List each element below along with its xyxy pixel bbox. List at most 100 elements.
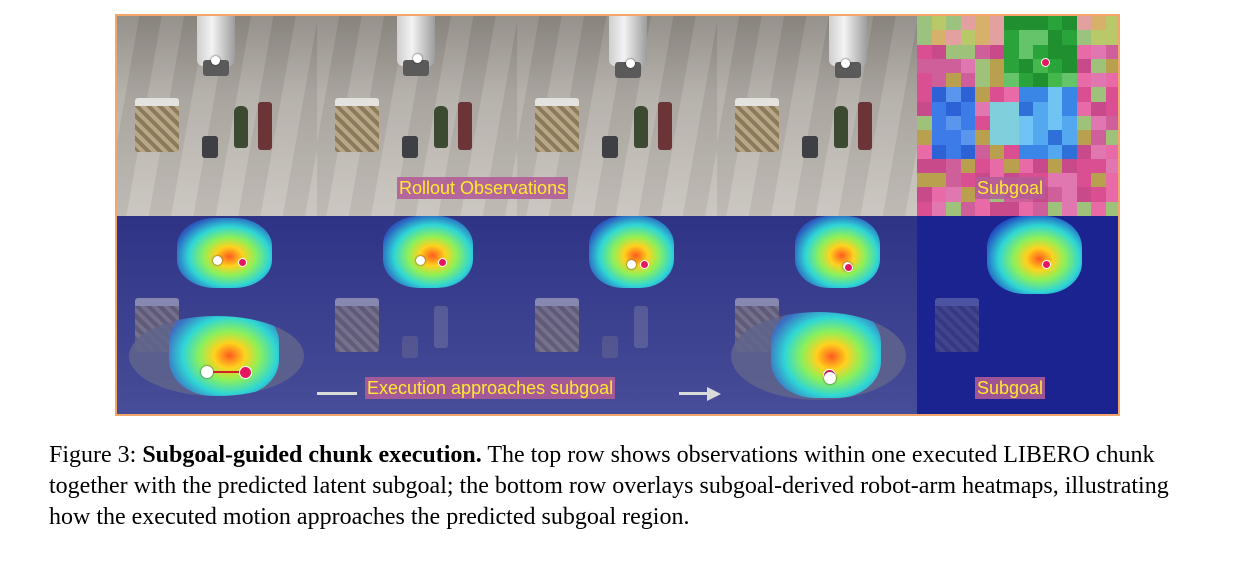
caption-title: Subgoal-guided chunk execution.	[142, 442, 482, 468]
mosaic-tile	[946, 173, 961, 188]
mosaic-tile	[975, 44, 990, 59]
mosaic-tile	[1004, 101, 1019, 116]
current-point-marker	[626, 59, 635, 68]
mosaic-tile	[931, 44, 946, 59]
mosaic-tile	[931, 130, 946, 145]
robot-arm	[829, 16, 867, 66]
mosaic-tile	[917, 158, 932, 174]
mosaic-tile	[960, 158, 975, 174]
mosaic-tile	[1105, 58, 1118, 74]
mosaic-tile	[931, 201, 946, 216]
caption-body: The top row shows observations within on…	[49, 442, 1169, 530]
zoomed-heatmap	[771, 312, 881, 398]
mosaic-tile	[1033, 130, 1048, 145]
mosaic-tile	[1062, 58, 1077, 74]
mosaic-tile	[931, 30, 946, 45]
mosaic-tile	[1091, 73, 1106, 88]
mosaic-tile	[1062, 201, 1077, 216]
mosaic-tile	[931, 87, 946, 102]
mosaic-tile	[1047, 173, 1062, 188]
mosaic-tile	[1033, 201, 1048, 216]
mosaic-tile	[946, 115, 961, 131]
subgoal-point-marker	[238, 258, 247, 267]
mosaic-tile	[1047, 187, 1062, 202]
current-point-marker	[211, 56, 220, 65]
mosaic-tile	[1018, 16, 1033, 31]
mosaic-tile	[960, 73, 975, 88]
robot-gripper	[203, 60, 229, 76]
mosaic-tile	[1004, 30, 1019, 45]
mosaic-tile	[1047, 101, 1062, 116]
mosaic-tile	[1062, 130, 1077, 145]
mosaic-tile	[975, 158, 990, 174]
mosaic-tile	[931, 173, 946, 188]
mosaic-tile	[1004, 115, 1019, 131]
mosaic-tile	[1076, 130, 1091, 145]
mosaic-tile	[1105, 30, 1118, 45]
mosaic-tile	[1004, 16, 1019, 31]
mosaic-tile	[917, 101, 932, 116]
mosaic-tile	[1018, 30, 1033, 45]
mosaic-tile	[960, 101, 975, 116]
mosaic-tile	[917, 144, 932, 159]
figure-caption: Figure 3: Subgoal-guided chunk execution…	[49, 440, 1209, 533]
mosaic-tile	[960, 87, 975, 102]
mosaic-tile	[1018, 201, 1033, 216]
mosaic-tile	[1033, 44, 1048, 59]
mosaic-tile	[1047, 130, 1062, 145]
mosaic-tile	[975, 130, 990, 145]
mosaic-tile	[1004, 130, 1019, 145]
mosaic-tile	[931, 73, 946, 88]
rollout-frame-2	[317, 16, 518, 216]
rollout-observations-label: Rollout Observations	[397, 177, 569, 199]
mosaic-tile	[960, 30, 975, 45]
mosaic-tile	[989, 44, 1004, 59]
mosaic-tile	[917, 201, 932, 216]
mosaic-tile	[1091, 87, 1106, 102]
can-object	[802, 136, 818, 158]
mosaic-tile	[931, 16, 946, 31]
mosaic-tile	[931, 101, 946, 116]
subgoal-latent-map	[917, 16, 1118, 216]
mosaic-tile	[1033, 158, 1048, 174]
can-object	[602, 136, 618, 158]
mosaic-tile	[1018, 158, 1033, 174]
mosaic-tile	[1033, 87, 1048, 102]
mosaic-tile	[1091, 30, 1106, 45]
can-object	[602, 336, 618, 358]
mosaic-tile	[1047, 73, 1062, 88]
mosaic-tile	[1076, 87, 1091, 102]
mosaic-tile	[946, 201, 961, 216]
mosaic-tile	[1105, 73, 1118, 88]
heatmap-frame-4	[717, 216, 918, 414]
mosaic-tile	[1062, 16, 1077, 31]
arrow-head-icon	[707, 387, 721, 401]
zoomed-current-point	[824, 372, 836, 384]
mosaic-tile	[1076, 144, 1091, 159]
mosaic-tile	[1018, 144, 1033, 159]
mosaic-tile	[1018, 87, 1033, 102]
arm-heatmap	[383, 216, 473, 288]
mosaic-tile	[931, 187, 946, 202]
bottle-object	[234, 106, 248, 148]
mosaic-tile	[1018, 44, 1033, 59]
mosaic-tile	[946, 16, 961, 31]
mosaic-tile	[989, 58, 1004, 74]
mosaic-tile	[960, 44, 975, 59]
mosaic-tile	[917, 44, 932, 59]
mosaic-tile	[917, 87, 932, 102]
arrow-shaft	[679, 392, 709, 395]
mosaic-tile	[1105, 87, 1118, 102]
motion-arrow	[213, 371, 239, 373]
mosaic-tile	[1076, 115, 1091, 131]
subgoal-point-marker	[640, 260, 649, 269]
mosaic-tile	[917, 130, 932, 145]
mosaic-tile	[975, 73, 990, 88]
mosaic-tile	[1076, 44, 1091, 59]
mosaic-tile	[1004, 144, 1019, 159]
mosaic-tile	[960, 144, 975, 159]
mosaic-tile	[946, 87, 961, 102]
mosaic-tile	[960, 130, 975, 145]
mosaic-tile	[1033, 101, 1048, 116]
subgoal-mosaic	[917, 16, 1118, 216]
